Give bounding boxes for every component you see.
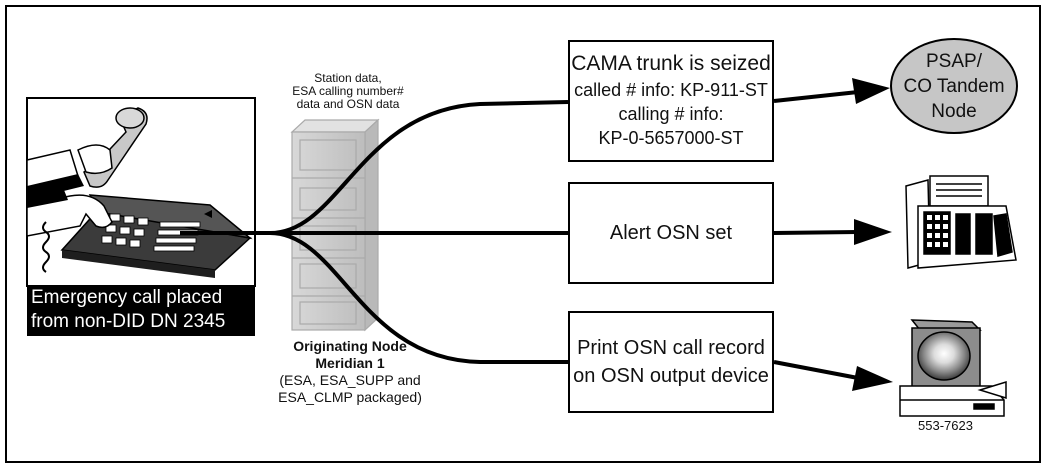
- caller-caption: Emergency call placed from non-DID DN 23…: [27, 286, 255, 336]
- originating-node-label: Originating Node Meridian 1 (ESA, ESA_SU…: [255, 338, 445, 406]
- station-data-label: Station data, ESA calling number# data a…: [268, 72, 428, 111]
- origin-line1: Originating Node: [293, 338, 407, 354]
- diagram-frame: [5, 5, 1041, 463]
- cama-line2: called # info: KP-911-ST: [574, 80, 768, 100]
- caller-caption-line1: Emergency call placed: [31, 287, 223, 308]
- computer-terminal-icon: [899, 319, 1007, 417]
- alert-osn-box: Alert OSN set: [568, 182, 774, 284]
- print-osn-record-box: Print OSN call record on OSN output devi…: [568, 311, 774, 413]
- print-line1: Print OSN call record: [577, 337, 765, 359]
- origin-line4: ESA_CLMP packaged): [278, 389, 422, 405]
- cama-line4: KP-0-5657000-ST: [598, 128, 744, 148]
- caller-caption-line2: from non-DID DN 2345: [31, 311, 226, 332]
- print-line2: on OSN output device: [573, 365, 769, 387]
- psap-node: PSAP/ CO Tandem Node: [890, 38, 1018, 134]
- station-label-line1: Station data,: [314, 71, 382, 85]
- figure-number: 553-7623: [918, 418, 973, 433]
- origin-line2: Meridian 1: [315, 355, 385, 371]
- station-label-line3: data and OSN data: [296, 97, 400, 111]
- psap-line3: Node: [931, 100, 977, 122]
- osn-telephone-set-icon: [905, 175, 1017, 269]
- equipment-cabinet-icon: [290, 118, 380, 332]
- hand-dialing-phone-icon: [26, 97, 256, 287]
- cama-line3: calling # info:: [618, 104, 724, 124]
- origin-line3: (ESA, ESA_SUPP and: [279, 372, 421, 388]
- psap-line1: PSAP/: [926, 50, 982, 72]
- psap-line2: CO Tandem: [903, 75, 1005, 97]
- cama-line1: CAMA trunk is seized: [571, 52, 771, 75]
- station-label-line2: ESA calling number#: [292, 84, 404, 98]
- cama-trunk-box: CAMA trunk is seized called # info: KP-9…: [568, 40, 774, 162]
- alert-label: Alert OSN set: [609, 221, 733, 244]
